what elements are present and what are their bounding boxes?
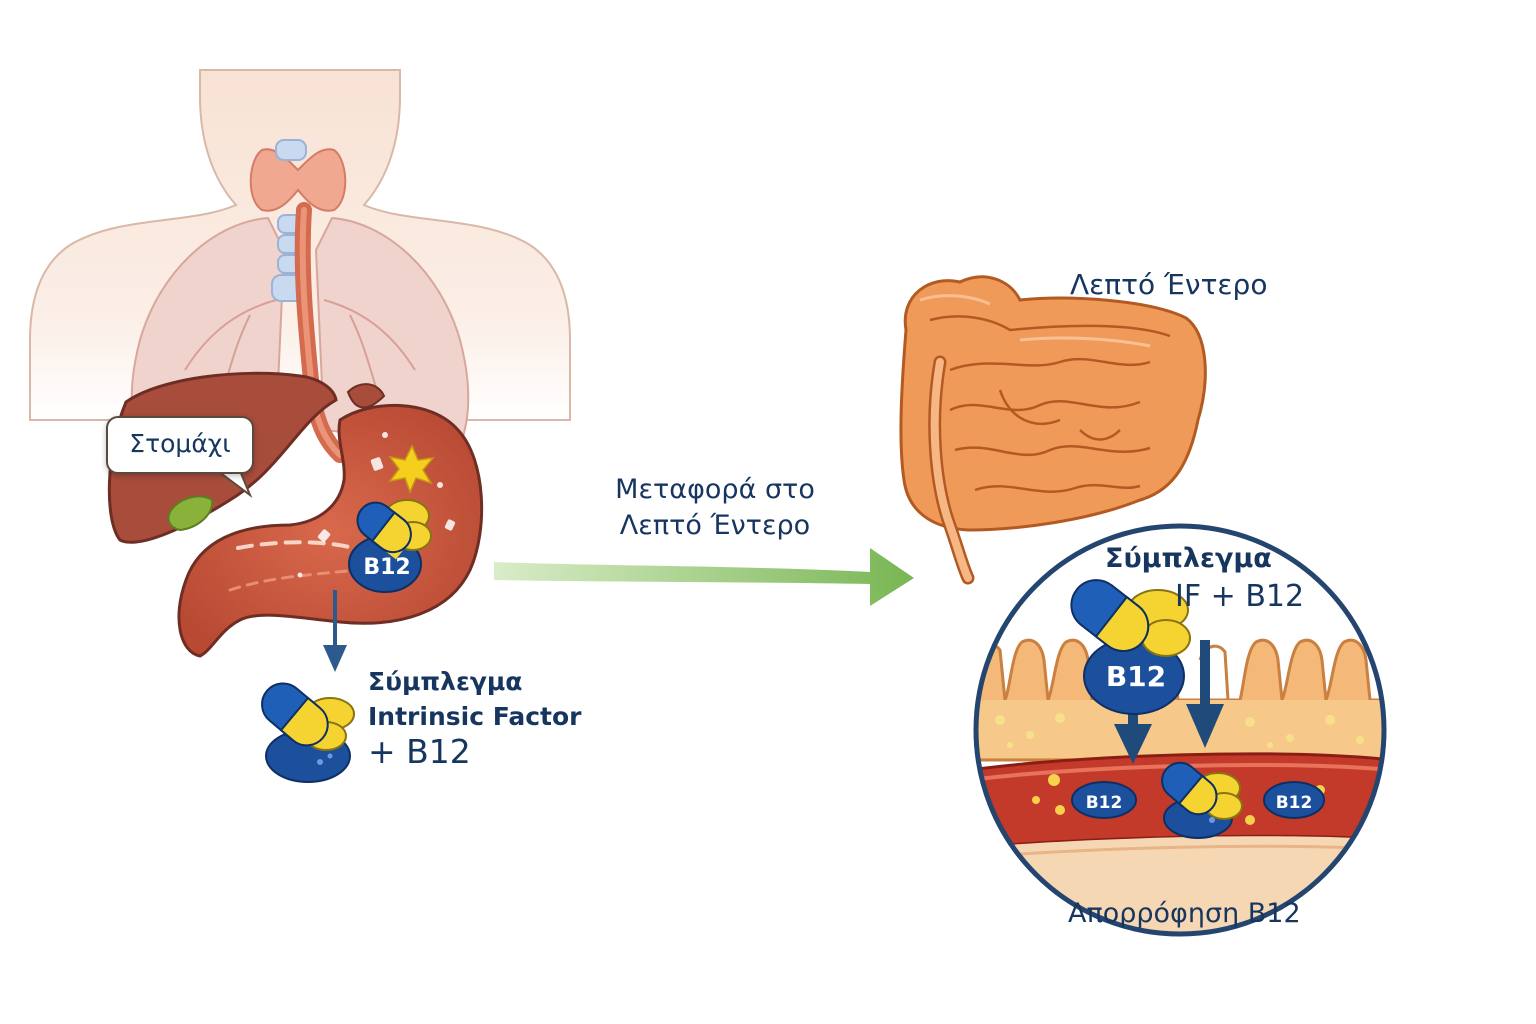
small-intestine-label: Λεπτό Έντερο bbox=[1070, 268, 1268, 301]
free-b12-left: B12 bbox=[1071, 781, 1137, 819]
if-b12-complex-stomach: B12 bbox=[348, 499, 432, 593]
complex-name: Intrinsic Factor bbox=[368, 702, 582, 731]
thyroid bbox=[249, 148, 347, 212]
transport-line2: Λεπτό Έντερο bbox=[619, 510, 811, 541]
svg-text:B12: B12 bbox=[1106, 660, 1166, 693]
transport-arrow bbox=[494, 548, 914, 606]
gallbladder bbox=[167, 495, 214, 532]
stomach-complex-label: Σύμπλεγμα Intrinsic Factor + B12 bbox=[368, 664, 581, 769]
b12-pill-label: B12 bbox=[363, 555, 410, 580]
if-b12-complex-legend bbox=[261, 682, 355, 783]
spark-icon bbox=[388, 444, 435, 495]
stomach-callout: Στομάχι bbox=[106, 416, 254, 474]
stomach-particles bbox=[297, 432, 456, 578]
svg-text:B12: B12 bbox=[1276, 793, 1313, 813]
complex-right-label: Σύμπλεγμα IF + B12 bbox=[1105, 540, 1304, 616]
free-b12-right: B12 bbox=[1263, 781, 1325, 819]
small-intestine bbox=[899, 275, 1207, 585]
svg-text:B12: B12 bbox=[1086, 793, 1123, 813]
complex-right-formula: IF + B12 bbox=[1175, 579, 1305, 614]
stomach-label: Στομάχι bbox=[129, 429, 231, 458]
transport-line1: Μεταφορά στο bbox=[615, 474, 815, 505]
absorption-label: Απορρόφηση B12 bbox=[1068, 898, 1301, 929]
transport-label: Μεταφορά στο Λεπτό Έντερο bbox=[590, 472, 840, 544]
complex-title: Σύμπλεγμα bbox=[368, 667, 523, 696]
complex-right-title: Σύμπλεγμα bbox=[1105, 543, 1272, 574]
complex-plus-b12: + B12 bbox=[368, 732, 471, 771]
human-torso bbox=[29, 69, 571, 672]
if-b12-complex-circle: B12 bbox=[1070, 579, 1191, 715]
if-b12-complex-vessel bbox=[1161, 761, 1243, 839]
